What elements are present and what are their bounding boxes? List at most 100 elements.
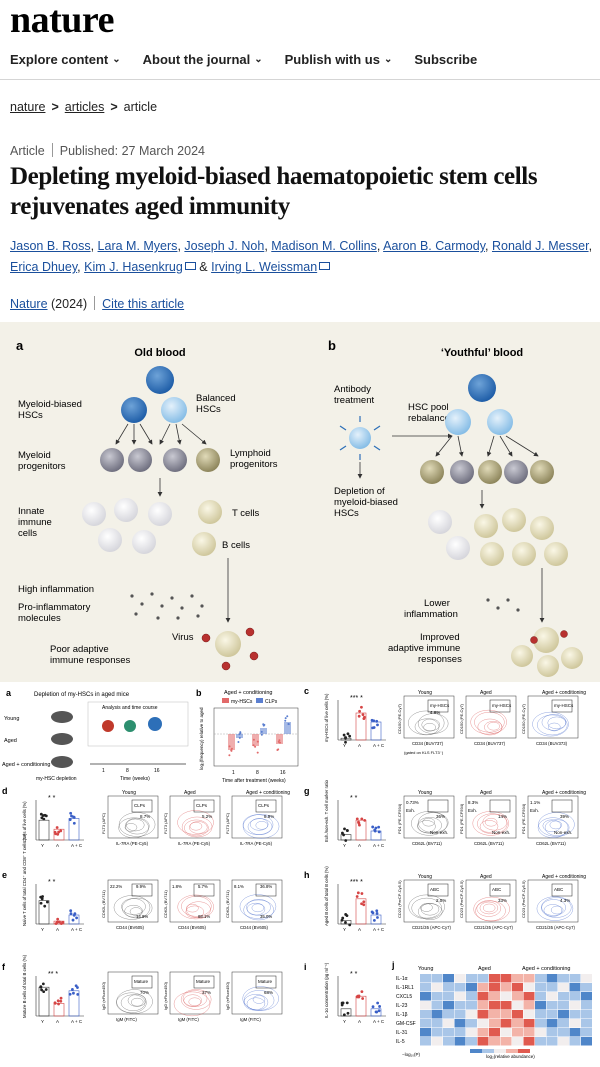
- data-point: [344, 921, 347, 924]
- data-point: [61, 921, 65, 924]
- nature-logo[interactable]: nature: [10, 0, 114, 41]
- nav-subscribe[interactable]: Subscribe: [414, 52, 477, 67]
- data-point: [59, 996, 63, 1000]
- gate-label: CLPs: [258, 803, 270, 808]
- author-link[interactable]: Joseph J. Noh: [184, 239, 265, 253]
- cite-link[interactable]: Cite this article: [102, 297, 185, 311]
- flow-header: Aged + conditioning: [542, 874, 586, 880]
- author-link[interactable]: Ronald J. Messer: [491, 239, 589, 253]
- journal-link[interactable]: Nature: [10, 297, 48, 311]
- data-figure: a Depletion of my-HSCs in aged mice Youn…: [0, 684, 600, 1062]
- flow-header: Young: [418, 690, 432, 696]
- flow-header: Aged + conditioning: [246, 790, 290, 796]
- panel-label-a: a: [16, 338, 24, 353]
- breadcrumb-articles[interactable]: articles: [64, 100, 105, 114]
- nav-about-journal[interactable]: About the journal⌄: [143, 52, 263, 67]
- author-link[interactable]: Kim J. Hasenkrug: [84, 260, 183, 274]
- significance-stars: *** *: [350, 879, 363, 886]
- breadcrumb-nature[interactable]: nature: [10, 100, 46, 114]
- heatmap-cell: [477, 992, 489, 1001]
- bar: [38, 819, 50, 841]
- nav-publish-with-us[interactable]: Publish with us⌄: [285, 52, 393, 67]
- myeloid-progenitor-cell: [128, 448, 152, 472]
- flow-plot: [231, 971, 283, 1015]
- data-point: [345, 914, 349, 917]
- significance-stars: * *: [48, 879, 56, 886]
- author-link[interactable]: Erica Dhuey: [10, 260, 78, 274]
- panel-label: i: [304, 962, 307, 972]
- heatmap-cell: [420, 992, 431, 1001]
- flow-plot: [107, 795, 159, 839]
- email-icon[interactable]: [319, 262, 331, 270]
- heatmap-cell: [581, 1010, 592, 1019]
- heatmap-row-label: CXCL5: [396, 994, 412, 1000]
- heatmap-cell: [489, 1010, 500, 1019]
- heatmap-header: Aged + conditioning: [522, 966, 570, 972]
- panel-b-title: Aged + conditioning: [224, 690, 272, 696]
- heatmap-cell: [569, 983, 581, 992]
- heatmap-cell: [466, 1028, 477, 1037]
- graphical-abstract-figure: a b Old blood ‘Youthful’ blood Myeloid-b…: [0, 322, 600, 682]
- bar: [228, 734, 235, 750]
- heatmap-header: Young: [418, 966, 433, 972]
- heatmap-cell: [454, 1037, 466, 1046]
- heatmap-row-label: IL-1α: [396, 976, 408, 982]
- author-link[interactable]: Madison M. Collins: [271, 239, 377, 253]
- heatmap-cell: [443, 983, 454, 992]
- data-point: [278, 739, 281, 742]
- heatmap-cell: [500, 1028, 512, 1037]
- author-link[interactable]: Irving L. Weissman: [211, 260, 318, 274]
- heatmap-cell: [500, 983, 512, 992]
- heatmap-cell: [454, 1001, 466, 1010]
- gate-label: ABC: [554, 887, 564, 892]
- data-point: [344, 736, 348, 739]
- heatmap-cell: [535, 1010, 546, 1019]
- author-link[interactable]: Lara M. Myers: [97, 239, 178, 253]
- data-point: [342, 1013, 346, 1017]
- tick-label: 16: [154, 768, 160, 774]
- heatmap-cell: [569, 1037, 581, 1046]
- data-point: [279, 741, 282, 744]
- data-point: [284, 717, 287, 720]
- heatmap-cell: [558, 1037, 569, 1046]
- author-link[interactable]: Aaron B. Carmody: [383, 239, 486, 253]
- flow-xlabel: CD62L (BV711): [474, 841, 504, 846]
- data-point: [360, 817, 364, 821]
- data-point: [59, 829, 63, 833]
- heatmap-cell: [454, 983, 466, 992]
- panel-label: b: [196, 688, 202, 698]
- gate-label: Mature: [258, 979, 273, 984]
- data-point: [43, 904, 47, 908]
- heatmap-cell: [558, 1028, 569, 1037]
- author-link[interactable]: Jason B. Ross: [10, 239, 91, 253]
- heatmap-cell: [500, 1010, 512, 1019]
- flow-xlabel: CD44 (BV605): [240, 925, 269, 930]
- group-label: A: [358, 743, 361, 748]
- heatmap-cell: [546, 1019, 558, 1028]
- group-label: A + C: [373, 743, 385, 748]
- gate-label: CLPs: [196, 803, 208, 808]
- y-axis-label: CLPs of live cells (%): [22, 801, 27, 842]
- panel-label: j: [391, 960, 395, 970]
- nav-explore-content[interactable]: Explore content⌄: [10, 52, 121, 67]
- data-point: [76, 986, 79, 989]
- gate-percent: 22.2%: [110, 884, 122, 889]
- data-point: [73, 912, 77, 916]
- data-point: [59, 999, 63, 1003]
- data-point: [68, 992, 72, 996]
- flow-xlabel: IgM (FITC): [116, 1017, 137, 1022]
- heatmap-cell: [535, 974, 546, 983]
- data-point: [277, 748, 280, 751]
- heatmap-cell: [512, 992, 523, 1001]
- email-icon[interactable]: [184, 262, 196, 270]
- flow-plot: [169, 971, 221, 1015]
- heatmap-cell: [500, 992, 512, 1001]
- data-point: [45, 900, 49, 904]
- heatmap-cell: [523, 1001, 535, 1010]
- chevron-down-icon: ⌄: [383, 54, 393, 65]
